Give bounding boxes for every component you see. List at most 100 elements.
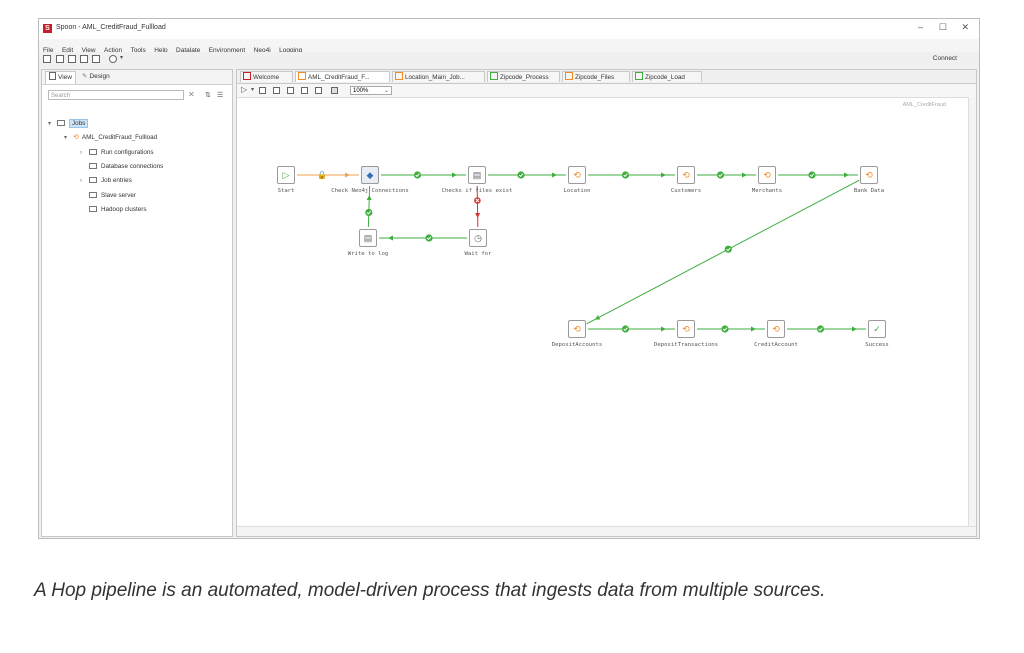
explore-repository-icon[interactable] <box>68 55 76 63</box>
expand-caret-icon[interactable]: › <box>80 149 82 156</box>
stop-icon[interactable] <box>259 87 266 94</box>
tab-label: Welcome <box>253 74 280 81</box>
menu-datalate[interactable]: Datalate <box>176 47 201 54</box>
collapse-all-icon[interactable]: ☰ <box>217 92 224 99</box>
view-icon <box>49 72 56 80</box>
tab-location-main-job[interactable]: Location_Main_Job... <box>392 71 485 82</box>
node-success[interactable]: ✓ <box>868 320 886 338</box>
zoom-select[interactable]: 100% ⌄ <box>350 86 392 95</box>
menu-action[interactable]: Action <box>104 47 123 54</box>
run-icon[interactable]: ▷ <box>241 85 248 94</box>
replay-icon[interactable] <box>287 87 294 94</box>
tree-item-slave-server[interactable]: Slave server <box>80 190 136 201</box>
tree-item-label: Jobs <box>69 119 89 128</box>
welcome-icon <box>243 72 251 80</box>
grid-icon[interactable] <box>331 87 338 94</box>
node-deposit-transactions[interactable]: ⟲ <box>677 320 695 338</box>
tab-zipcode-load[interactable]: Zipcode_Load <box>632 71 702 82</box>
node-start[interactable]: ▷ <box>277 166 295 184</box>
tree-item-run-configurations[interactable]: ›Run configurations <box>80 147 154 158</box>
success-hop-icon <box>816 325 825 333</box>
window-title: Spoon - AML_CreditFraud_Fullload <box>56 24 166 31</box>
node-bank-data[interactable]: ⟲ <box>860 166 878 184</box>
sql-icon[interactable] <box>301 87 308 94</box>
open-file-icon[interactable] <box>56 55 64 63</box>
hop-arrow-icon <box>661 326 666 332</box>
hop-log-check[interactable] <box>367 185 371 228</box>
tree-item-job-entries[interactable]: ›Job entries <box>80 175 132 186</box>
menu-neo4j[interactable]: Neo4j <box>253 47 271 54</box>
save-as-icon[interactable] <box>92 55 100 63</box>
tab-zipcode-process[interactable]: Zipcode_Process <box>487 71 560 82</box>
folder-icon <box>89 162 97 169</box>
success-hop-icon <box>621 325 630 333</box>
hop-bank-deposit[interactable] <box>586 179 860 325</box>
tab-aml-creditfraud-f[interactable]: AML_CreditFraud_F... <box>295 71 390 82</box>
tree-item-jobs[interactable]: ▾ Jobs <box>48 118 89 129</box>
job-canvas[interactable]: AML_CreditFraud 🔒 ▷Start◆Check Neo4j Con… <box>237 97 970 527</box>
hop-mark-icon <box>726 247 731 252</box>
search-input[interactable]: Search <box>48 90 184 100</box>
node-check-neo4j[interactable]: ◆ <box>361 166 379 184</box>
folder-icon <box>57 120 65 126</box>
connect-button[interactable]: Connect <box>932 55 957 62</box>
save-icon[interactable] <box>80 55 88 63</box>
node-write-log[interactable]: ▤ <box>359 229 377 247</box>
hop-arrow-icon <box>594 315 601 320</box>
menu-bar: File Edit View Action Tools Help Datalat… <box>39 39 979 54</box>
hop-arrow-icon <box>844 172 849 178</box>
job-icon <box>298 72 306 80</box>
menu-environment[interactable]: Environment <box>208 47 246 54</box>
hop-files-wait[interactable] <box>476 185 479 228</box>
application-screenshot: S Spoon - AML_CreditFraud_Fullload – ☐ ✕… <box>38 18 980 539</box>
title-bar: S Spoon - AML_CreditFraud_Fullload – ☐ ✕ <box>39 19 979 39</box>
new-file-icon[interactable] <box>43 55 51 63</box>
close-button[interactable]: ✕ <box>961 22 969 32</box>
tab-welcome[interactable]: Welcome <box>240 71 293 82</box>
menu-edit[interactable]: Edit <box>61 47 74 54</box>
menu-tools[interactable]: Tools <box>130 47 146 54</box>
node-deposit-accounts[interactable]: ⟲ <box>568 320 586 338</box>
menu-logging[interactable]: Logging <box>279 47 303 54</box>
expand-caret-icon[interactable]: ▾ <box>64 135 68 142</box>
explore-db-icon[interactable] <box>315 87 322 94</box>
tree-item-hadoop-clusters[interactable]: Hadoop clusters <box>80 204 147 215</box>
node-location[interactable]: ⟲ <box>568 166 586 184</box>
job-entry-icon: ⟲ <box>865 170 873 180</box>
node-credit-account[interactable]: ⟲ <box>767 320 785 338</box>
check-job-icon[interactable] <box>273 87 280 94</box>
node-merchants[interactable]: ⟲ <box>758 166 776 184</box>
left-panel-tabs: View ✎Design <box>42 70 232 85</box>
expand-all-icon[interactable]: ⇅ <box>205 92 211 99</box>
hop-mark-icon <box>623 173 628 178</box>
expand-caret-icon[interactable]: › <box>80 178 82 185</box>
hop-arrow-icon <box>366 194 372 201</box>
tree-item-database-connections[interactable]: Database connections <box>80 161 163 172</box>
minimize-button[interactable]: – <box>917 22 923 32</box>
menu-view[interactable]: View <box>81 47 96 54</box>
chevron-down-icon[interactable]: ▾ <box>120 55 124 61</box>
hop-arrow-icon <box>388 235 393 241</box>
vertical-scrollbar[interactable] <box>968 97 976 527</box>
node-customers[interactable]: ⟲ <box>677 166 695 184</box>
expand-caret-icon[interactable]: ▾ <box>48 121 52 127</box>
node-checks-files[interactable]: ▤ <box>468 166 486 184</box>
folder-icon <box>89 177 97 184</box>
node-wait-for[interactable]: ◷ <box>469 229 487 247</box>
main-toolbar: ▾ <box>39 52 979 66</box>
tab-view[interactable]: View <box>45 71 76 84</box>
workspace-panel: Welcome AML_CreditFraud_F...Location_Main… <box>236 69 977 537</box>
horizontal-scrollbar[interactable] <box>237 526 976 536</box>
clear-search-icon[interactable]: ✕ <box>188 90 195 99</box>
perspective-icon[interactable] <box>109 55 117 63</box>
menu-help[interactable]: Help <box>154 47 168 54</box>
success-hop-icon <box>808 171 816 179</box>
tab-design[interactable]: ✎Design <box>82 72 110 80</box>
maximize-button[interactable]: ☐ <box>938 22 947 32</box>
run-options-chevron-icon[interactable]: ▾ <box>251 87 255 93</box>
tab-label: Zipcode_Load <box>645 74 685 81</box>
node-label: Success <box>865 342 889 348</box>
tab-zipcode-files[interactable]: Zipcode_Files <box>562 71 630 82</box>
tree-item-aml-creditfraud-fullload[interactable]: ▾⟲AML_CreditFraud_Fullload <box>64 132 157 143</box>
menu-file[interactable]: File <box>43 47 54 54</box>
